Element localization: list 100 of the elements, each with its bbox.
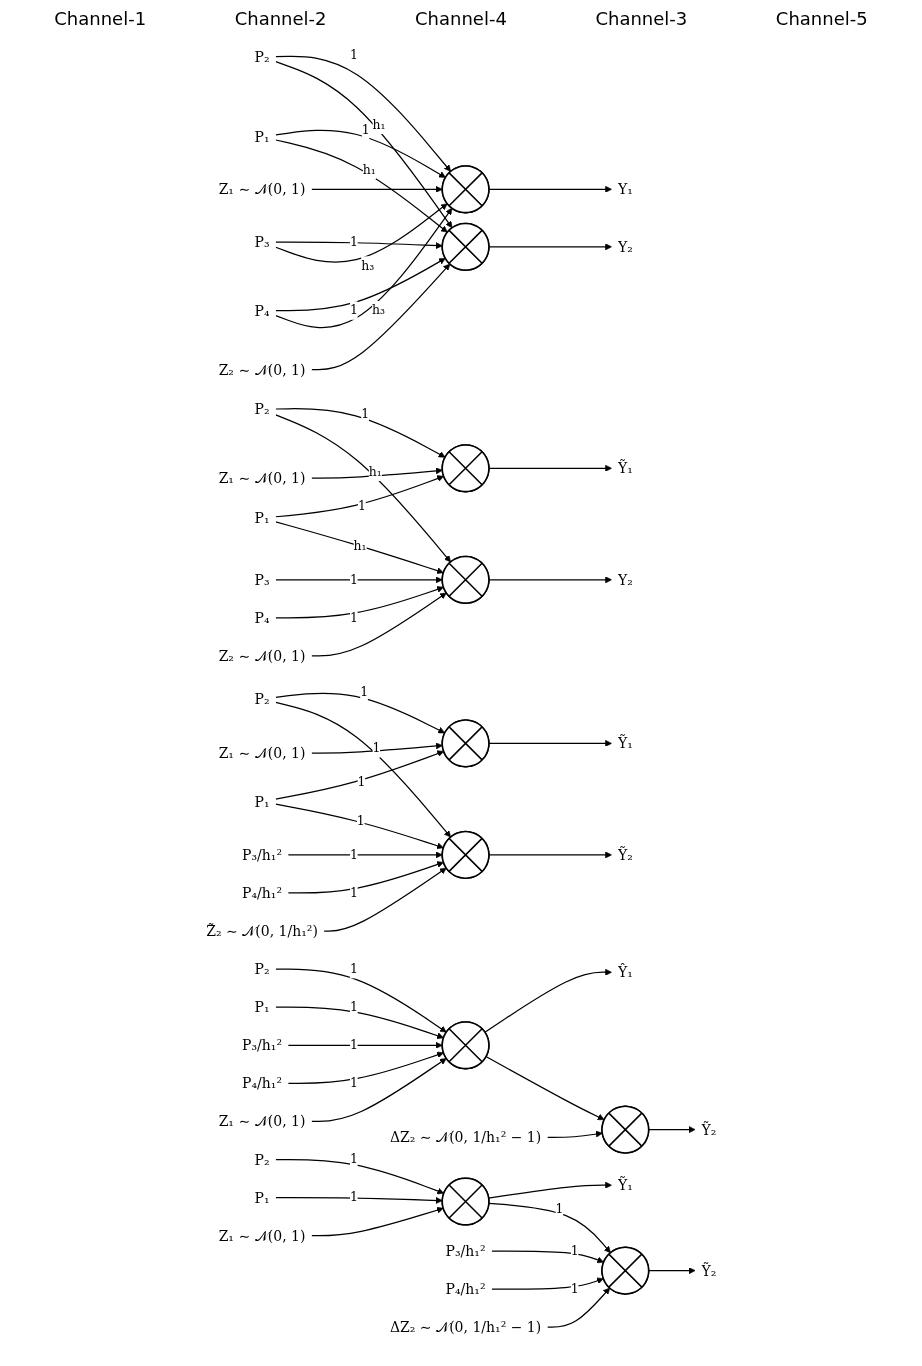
- edge-label: 1: [349, 847, 358, 862]
- node-text: Y₁: [617, 181, 633, 198]
- edge-label: 1: [349, 47, 358, 63]
- node-text: P₂: [254, 960, 270, 978]
- arrow: [274, 750, 444, 800]
- arrow: [274, 55, 451, 172]
- arrow: [488, 185, 612, 193]
- node-text: P₁: [254, 128, 270, 146]
- edge-label: 1: [359, 684, 368, 700]
- channel-caption: Channel-4: [415, 8, 507, 29]
- arrow: [488, 739, 612, 747]
- node-text: Z₁ ∼ 𝒩(0, 1): [218, 1113, 306, 1130]
- edge-label: 1: [349, 1037, 358, 1053]
- node-text: Z₁ ∼ 𝒩(0, 1): [218, 469, 306, 487]
- node-text: Ỹ₂: [701, 1121, 717, 1138]
- edge-label: 1: [349, 1075, 358, 1091]
- arrow: [274, 1006, 444, 1039]
- arrow: [274, 203, 448, 263]
- arrow: [274, 576, 443, 584]
- edge-label: 1: [349, 572, 358, 587]
- edge-label: h₁: [368, 464, 382, 479]
- arrow: [287, 1051, 444, 1084]
- edge-label: 1: [361, 122, 370, 138]
- arrow: [274, 968, 447, 1033]
- node-text: P₄/h₁²: [241, 1075, 282, 1092]
- arrow: [274, 258, 446, 312]
- node-text: P₃/h₁²: [445, 1242, 486, 1260]
- arrow: [274, 475, 444, 518]
- node-text: Z₁ ∼ 𝒩(0, 1): [218, 1227, 306, 1244]
- node-text: P₂: [254, 401, 270, 418]
- arrow: [274, 414, 451, 563]
- channel-caption: Channel-3: [595, 8, 688, 29]
- channel-caption: Channel-2: [234, 8, 327, 29]
- arrow: [310, 742, 443, 754]
- arrow: [287, 851, 443, 859]
- edge-label: 1: [349, 1151, 358, 1167]
- node-text: Y₂: [617, 571, 633, 588]
- node-text: Ŷ₁: [617, 964, 633, 981]
- edge-label: h₃: [360, 257, 374, 273]
- edge-label: h₁: [353, 537, 367, 553]
- arrow: [274, 139, 448, 233]
- edge-label: 1: [349, 999, 358, 1015]
- node-text: P₂: [254, 1151, 270, 1168]
- node-text: P₁: [254, 999, 270, 1016]
- edge-label: 1: [349, 610, 358, 625]
- arrow: [274, 1158, 444, 1195]
- arrow: [287, 1041, 443, 1049]
- arrow: [274, 701, 451, 838]
- arrow: [310, 592, 447, 657]
- edge-label: h₁: [372, 117, 386, 132]
- node-text: P₁: [254, 509, 270, 527]
- edge-label: 1: [349, 961, 358, 977]
- node-text: ΔZ₂ ∼ 𝒩(0, 1/h₁² − 1): [389, 1129, 541, 1146]
- node-text: Z₂ ∼ 𝒩(0, 1): [218, 647, 306, 665]
- arrow: [274, 803, 444, 850]
- arrow: [287, 861, 444, 894]
- node-text: Ỹ₁: [617, 735, 633, 752]
- arrow: [274, 241, 443, 249]
- arrow: [488, 576, 612, 584]
- node-text: P₄: [254, 302, 270, 319]
- arrow: [490, 1277, 604, 1290]
- edge-label: 1: [570, 1281, 579, 1297]
- edge-label: 1: [372, 740, 381, 756]
- arrow: [274, 129, 446, 178]
- edge-label: 1: [349, 1189, 358, 1205]
- node-text: Y₂: [617, 238, 633, 255]
- edge-label: 1: [349, 885, 358, 900]
- channel-caption: Channel-1: [54, 8, 147, 29]
- edge-label: 1: [357, 498, 366, 514]
- arrow: [546, 1130, 603, 1138]
- node-text: ΔZ₂ ∼ 𝒩(0, 1/h₁² − 1): [389, 1319, 541, 1336]
- node-text: P₃: [254, 571, 270, 588]
- node-text: P₂: [254, 48, 270, 65]
- edge-label: 1: [360, 406, 369, 421]
- edge-label: 1: [357, 773, 366, 789]
- node-text: P₃: [254, 234, 270, 251]
- arrow: [546, 1287, 610, 1328]
- node-text: Z̃₂ ∼ 𝒩(0, 1/h₁²): [205, 922, 318, 940]
- arrow: [485, 1055, 605, 1121]
- arrow: [488, 243, 612, 251]
- node-text: P₃/h₁²: [241, 1037, 282, 1054]
- arrow: [484, 968, 612, 1033]
- node-text: P₁: [254, 1189, 270, 1206]
- node-text: P₄: [254, 609, 270, 627]
- node-text: P₄/h₁²: [445, 1280, 486, 1298]
- arrow: [310, 1206, 444, 1237]
- node-text: Ỹ₂: [617, 846, 633, 864]
- arrow: [310, 263, 450, 371]
- node-text: Z₁ ∼ 𝒩(0, 1): [218, 744, 306, 762]
- arrow: [488, 851, 612, 859]
- arrow: [274, 1197, 443, 1204]
- node-text: Z₁ ∼ 𝒩(0, 1): [218, 181, 306, 198]
- arrow: [274, 207, 452, 329]
- channel-caption: Channel-5: [775, 8, 868, 29]
- node-text: Ỹ₁: [617, 1177, 633, 1194]
- edge-label: h₃: [371, 302, 385, 318]
- arrow: [274, 586, 444, 619]
- node-text: Ỹ₂: [701, 1262, 717, 1279]
- edge-label: 1: [356, 813, 365, 828]
- arrow: [274, 521, 444, 574]
